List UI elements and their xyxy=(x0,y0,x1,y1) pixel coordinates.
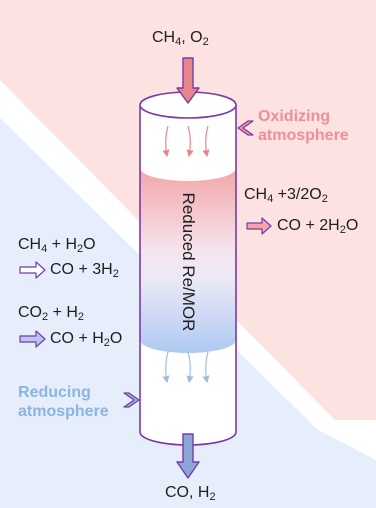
oxidation-product: CO + 2H2O xyxy=(277,217,359,236)
reducing-atmosphere-label: Reducing atmosphere xyxy=(18,384,109,420)
outlet-label: CO, H2 xyxy=(165,484,216,503)
reactor-label: Reduced Re/MOR xyxy=(179,192,198,332)
dry-reforming-reactant: CO2 + H2 xyxy=(18,304,85,323)
oxidation-reactant: CH4 +3/2O2 xyxy=(244,186,328,205)
oxidation-product-arrow xyxy=(246,217,272,235)
inlet-label: CH4, O2 xyxy=(152,29,209,48)
inflow-arrows xyxy=(162,125,210,158)
steam-reforming-product: CO + 3H2 xyxy=(50,261,119,280)
oxidizing-chevron-icon xyxy=(237,120,254,136)
outflow-arrows xyxy=(162,351,210,384)
oxidizing-atmosphere-label: Oxidizing atmosphere xyxy=(258,108,349,144)
dry-reforming-product-arrow xyxy=(19,330,46,348)
catalyst-bed xyxy=(140,168,236,353)
steam-reforming-product-arrow xyxy=(19,261,46,279)
outlet-arrow xyxy=(176,433,200,479)
reducing-chevron-icon xyxy=(123,392,140,408)
dry-reforming-product: CO + H2O xyxy=(50,330,123,349)
reactor-tube xyxy=(139,91,237,446)
steam-reforming-reactant: CH4 + H2O xyxy=(18,236,96,255)
inlet-arrow xyxy=(176,57,200,104)
